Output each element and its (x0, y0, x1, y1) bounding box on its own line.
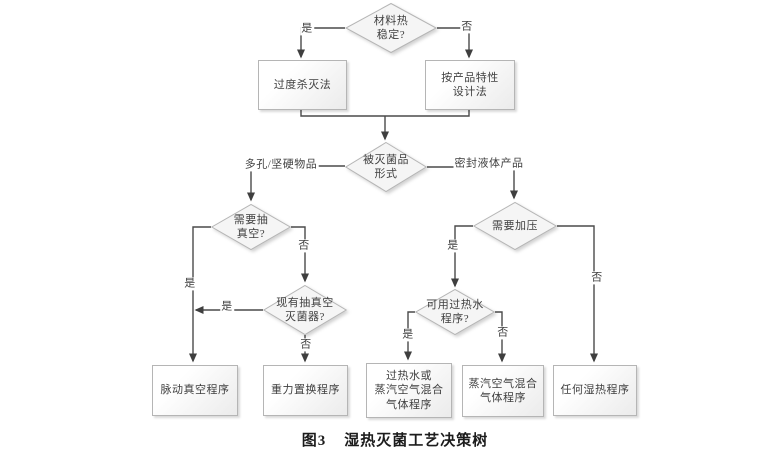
node-label: 可用过热水 程序? (426, 298, 484, 325)
decision-material-heat-stable: 材料热 稳定? (345, 3, 437, 53)
diamond-shape (415, 289, 495, 335)
diamond-shape (263, 285, 347, 335)
node-label: 重力置换程序 (271, 384, 340, 397)
diamond-shape (345, 3, 437, 53)
process-pulsating-vacuum: 脉动真空程序 (152, 365, 238, 416)
node-label: 过热水或 蒸汽空气混合 气体程序 (374, 370, 444, 411)
diamond-shape (211, 204, 291, 250)
edge-label-yes: 是 (300, 22, 314, 36)
edge-label-porous-hard-items: 多孔/坚硬物品 (243, 158, 319, 172)
edge-label-yes: 是 (446, 239, 460, 253)
process-steam-air-mixture: 蒸汽空气混合 气体程序 (462, 365, 544, 417)
process-any-moist-heat: 任何湿热程序 (553, 365, 637, 416)
edge-label-no: 否 (496, 326, 510, 340)
edge-d5-yes (451, 225, 473, 288)
edge-label-yes: 是 (183, 277, 197, 291)
node-label: 任何湿热程序 (560, 384, 630, 397)
edge-d2-liquid (427, 166, 518, 200)
edge-label-sealed-liquid-products: 密封液体产品 (453, 157, 525, 171)
edge-d3-no (291, 226, 309, 283)
edge-label-no: 否 (297, 239, 311, 253)
decision-superheated-water-available: 可用过热水 程序? (415, 289, 495, 335)
node-label: 按产品特性 设计法 (441, 71, 499, 98)
node-label: 脉动真空程序 (160, 384, 230, 397)
decision-existing-vacuum-sterilizer: 现有抽真空 灭菌器? (263, 285, 347, 335)
node-label: 蒸汽空气混合 气体程序 (468, 377, 538, 404)
edge-d3-yes (189, 226, 211, 363)
process-superheated-water-or-steam-air: 过热水或 蒸汽空气混合 气体程序 (366, 363, 452, 418)
node-label: 材料热 稳定? (373, 14, 409, 41)
edge-d6-yes (404, 311, 415, 361)
decision-sterilized-item-form: 被灭菌品 形式 (345, 142, 427, 192)
node-label: 过度杀灭法 (273, 78, 332, 91)
edge-label-no: 否 (590, 271, 604, 285)
edge-label-no: 否 (299, 338, 313, 352)
edge-label-yes: 是 (401, 328, 415, 342)
process-gravity-displacement: 重力置换程序 (263, 365, 348, 416)
process-product-specific-design: 按产品特性 设计法 (425, 60, 515, 110)
node-label: 现有抽真空 灭菌器? (276, 296, 334, 323)
figure-caption-number: 图3 (301, 433, 327, 449)
diamond-shape (473, 202, 557, 250)
edge-label-no: 否 (460, 20, 474, 34)
edge-d6-no (495, 311, 506, 363)
process-overkill-method: 过度杀灭法 (258, 60, 347, 110)
diamond-shape (345, 142, 427, 192)
node-label: 需要加压 (492, 219, 538, 232)
edge-d5-no (557, 225, 598, 363)
figure-caption-title: 湿热灭菌工艺决策树 (344, 433, 489, 449)
decision-need-pressurization: 需要加压 (473, 202, 557, 250)
node-label: 被灭菌品 形式 (363, 153, 409, 180)
node-label: 需要抽 真空? (233, 213, 269, 240)
edge-label-yes: 是 (220, 300, 234, 314)
figure-caption: 图3 湿热灭菌工艺决策树 (0, 429, 758, 450)
decision-need-vacuum: 需要抽 真空? (211, 204, 291, 250)
